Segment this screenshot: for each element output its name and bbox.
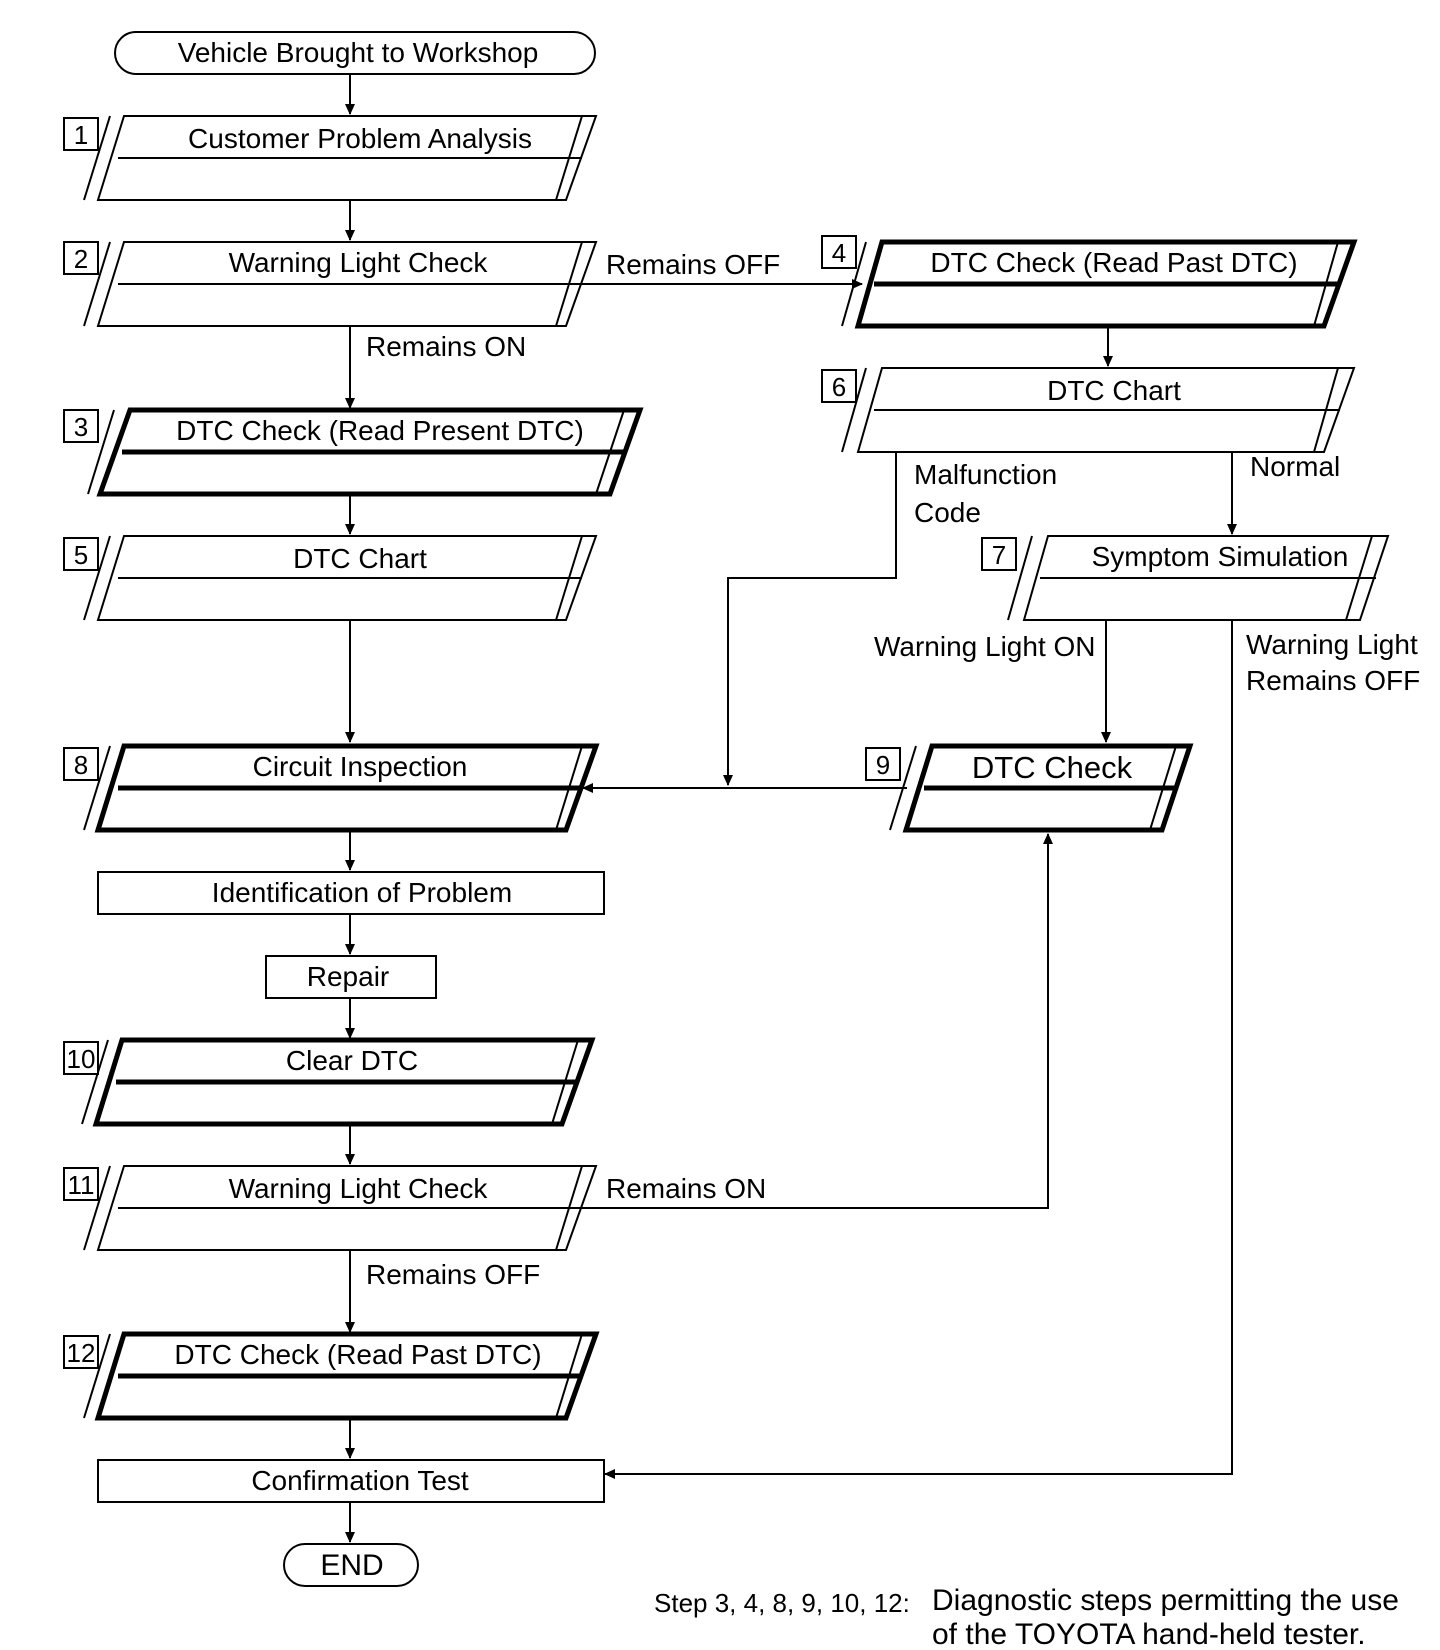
step-12-label: DTC Check (Read Past DTC) xyxy=(174,1339,541,1370)
step-12: 12 DTC Check (Read Past DTC) xyxy=(63,1331,600,1421)
step-1-label: Customer Problem Analysis xyxy=(188,123,532,154)
edge-label-remains-on-11: Remains ON xyxy=(606,1173,766,1204)
edge-label-remains-on: Remains ON xyxy=(366,331,526,362)
step-4-number: 4 xyxy=(832,238,846,268)
step-6-label: DTC Chart xyxy=(1047,375,1181,406)
step-11-label: Warning Light Check xyxy=(229,1173,489,1204)
start-label: Vehicle Brought to Workshop xyxy=(178,37,539,68)
arrow-11-on-to-9 xyxy=(580,833,1053,1209)
step-11-number: 11 xyxy=(68,1170,95,1200)
footnote-line2: of the TOYOTA hand-held tester. xyxy=(932,1618,1366,1650)
edge-label-remains-off-11: Remains OFF xyxy=(366,1259,540,1290)
step-6-number: 6 xyxy=(832,372,846,402)
step-4-label: DTC Check (Read Past DTC) xyxy=(930,247,1297,278)
step-9-number: 9 xyxy=(876,750,890,780)
repair-label: Repair xyxy=(307,961,389,992)
footnote-line1: Diagnostic steps permitting the use xyxy=(932,1584,1399,1617)
edge-label-remains-off: Remains OFF xyxy=(606,249,780,280)
step-7-label: Symptom Simulation xyxy=(1092,541,1349,572)
step-2-label: Warning Light Check xyxy=(229,247,489,278)
step-1: 1 Customer Problem Analysis xyxy=(63,115,598,201)
step-12-number: 12 xyxy=(67,1338,96,1368)
edge-label-warning-light-on: Warning Light ON xyxy=(874,631,1096,662)
end-label: END xyxy=(320,1549,383,1582)
step-7: 7 Symptom Simulation xyxy=(981,535,1390,621)
step-9-label: DTC Check xyxy=(972,750,1133,785)
footnote: Step 3, 4, 8, 9, 10, 12: Diagnostic step… xyxy=(654,1584,1399,1650)
step-10-number: 10 xyxy=(67,1044,96,1074)
edge-label-warning-light: Warning Light xyxy=(1246,629,1418,660)
step-2-number: 2 xyxy=(74,244,88,274)
footnote-prefix: Step 3, 4, 8, 9, 10, 12: xyxy=(654,1588,910,1618)
arrow-7-off-to-confirm xyxy=(604,620,1233,1479)
identify-box: Identification of Problem xyxy=(97,871,605,915)
step-10: 10 Clear DTC xyxy=(63,1037,596,1127)
step-2: 2 Warning Light Check xyxy=(63,241,598,327)
start-terminal: Vehicle Brought to Workshop xyxy=(114,31,596,75)
confirm-box: Confirmation Test xyxy=(97,1459,605,1503)
edge-labels: Remains OFF Remains ON Malfunction Code … xyxy=(366,249,1420,1290)
step-8: 8 Circuit Inspection xyxy=(63,743,600,833)
arrow-6-malfunction-to-8 xyxy=(723,452,897,786)
step-1-number: 1 xyxy=(74,120,88,150)
step-10-label: Clear DTC xyxy=(286,1045,418,1076)
confirm-label: Confirmation Test xyxy=(251,1465,469,1496)
step-3: 3 DTC Check (Read Present DTC) xyxy=(63,407,644,497)
edge-label-normal: Normal xyxy=(1250,451,1340,482)
step-3-label: DTC Check (Read Present DTC) xyxy=(176,415,584,446)
step-5-number: 5 xyxy=(74,540,88,570)
connectors xyxy=(345,74,1237,1543)
step-6: 6 DTC Chart xyxy=(821,367,1356,453)
step-8-number: 8 xyxy=(74,750,88,780)
step-11: 11 Warning Light Check xyxy=(63,1165,598,1251)
repair-box: Repair xyxy=(265,955,437,999)
step-7-number: 7 xyxy=(992,540,1006,570)
edge-label-wl-remains-off: Remains OFF xyxy=(1246,665,1420,696)
step-5: 5 DTC Chart xyxy=(63,535,598,621)
step-9: 9 DTC Check xyxy=(865,743,1194,833)
step-3-number: 3 xyxy=(74,412,88,442)
step-5-label: DTC Chart xyxy=(293,543,427,574)
step-4: 4 DTC Check (Read Past DTC) xyxy=(821,235,1358,329)
end-terminal: END xyxy=(283,1543,419,1587)
identify-label: Identification of Problem xyxy=(212,877,512,908)
edge-label-code: Code xyxy=(914,497,981,528)
step-8-label: Circuit Inspection xyxy=(253,751,468,782)
edge-label-malfunction: Malfunction xyxy=(914,459,1057,490)
